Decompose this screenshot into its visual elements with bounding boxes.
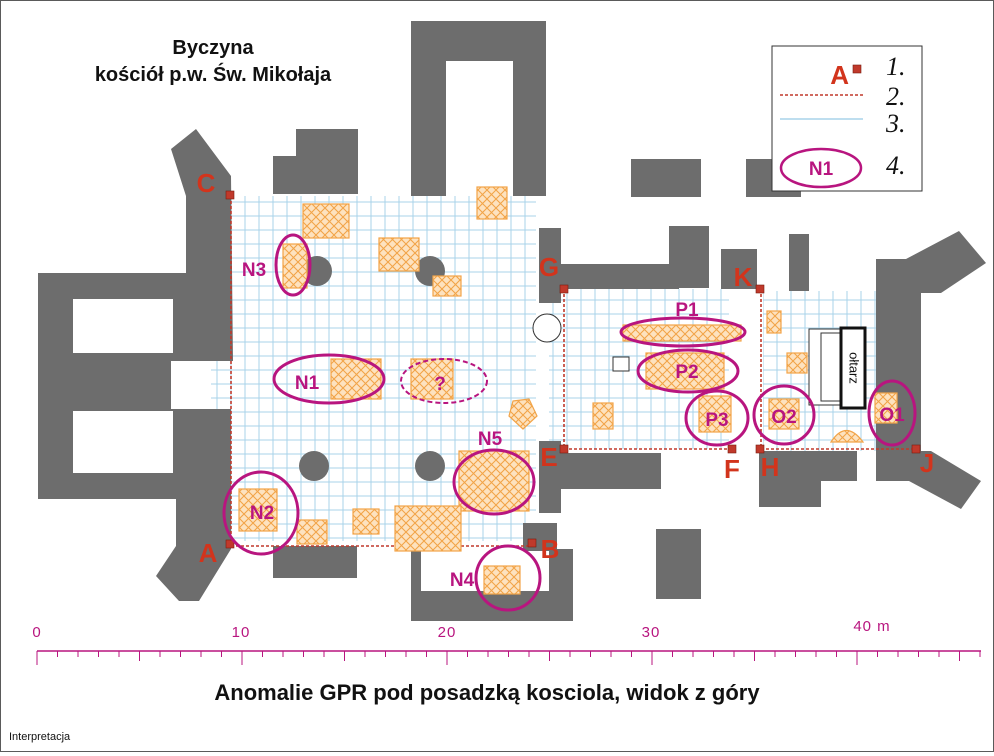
scale-label-40m: 40 m: [853, 618, 890, 635]
survey-point-markers: [225, 190, 921, 549]
altar: ołtarz: [808, 326, 867, 410]
scale-bar: 0 10 20 30 40 m: [32, 618, 981, 665]
anomaly-label-n4: N4: [450, 570, 475, 591]
point-label-e: E: [540, 442, 557, 472]
figure-title: Byczyna kościół p.w. Św. Mikołaja: [95, 37, 332, 86]
anomaly-label-n3: N3: [242, 260, 266, 281]
point-label-c: C: [197, 168, 216, 198]
corner-label: Interpretacja: [9, 731, 71, 743]
point-label-k: K: [734, 262, 753, 292]
scale-label-30: 30: [642, 624, 661, 641]
anomaly-outlines: [222, 233, 917, 612]
anomaly-label-p3: P3: [705, 410, 728, 431]
point-label-a: A: [199, 538, 218, 568]
legend-item-4: 4.: [886, 151, 906, 180]
anomaly-label-o2: O2: [771, 407, 796, 428]
title-line-1: Byczyna: [172, 37, 254, 59]
anomaly-label-p1: P1: [675, 300, 699, 321]
point-label-b: B: [541, 534, 560, 564]
point-label-g: G: [539, 252, 559, 282]
survey-point-labels: C A B G E F K H J: [197, 168, 935, 568]
scale-label-0: 0: [32, 624, 41, 641]
anomaly-label-o1: O1: [879, 405, 905, 426]
anomaly-labels: N1 ? N3 N2 N5 N4 P1 P2 P3 O2 O1: [242, 260, 905, 591]
scale-label-20: 20: [438, 624, 457, 641]
legend-point-symbol: A: [830, 60, 849, 90]
scale-label-10: 10: [232, 624, 251, 641]
point-label-h: H: [761, 452, 780, 482]
point-label-j: J: [920, 448, 934, 478]
anomaly-label-n2: N2: [250, 503, 274, 524]
anomaly-label-n5: N5: [478, 429, 503, 450]
anomaly-label-p2: P2: [675, 362, 698, 383]
point-label-f: F: [724, 454, 740, 484]
anomaly-label-n1: N1: [295, 373, 320, 394]
interior-objects: ołtarz: [532, 313, 867, 410]
legend-item-2: 2.: [886, 82, 906, 111]
anomaly-label-unknown: ?: [434, 374, 446, 395]
title-line-2: kościół p.w. Św. Mikołaja: [95, 62, 332, 86]
legend-anomaly-symbol: N1: [809, 159, 834, 180]
altar-label: ołtarz: [847, 352, 862, 384]
figure-caption: Anomalie GPR pod posadzką kosciola, wido…: [214, 680, 760, 705]
legend-item-3: 3.: [885, 109, 906, 138]
legend-item-1: 1.: [886, 52, 906, 81]
legend: A 1. 2. 3. N1 4.: [771, 45, 923, 192]
